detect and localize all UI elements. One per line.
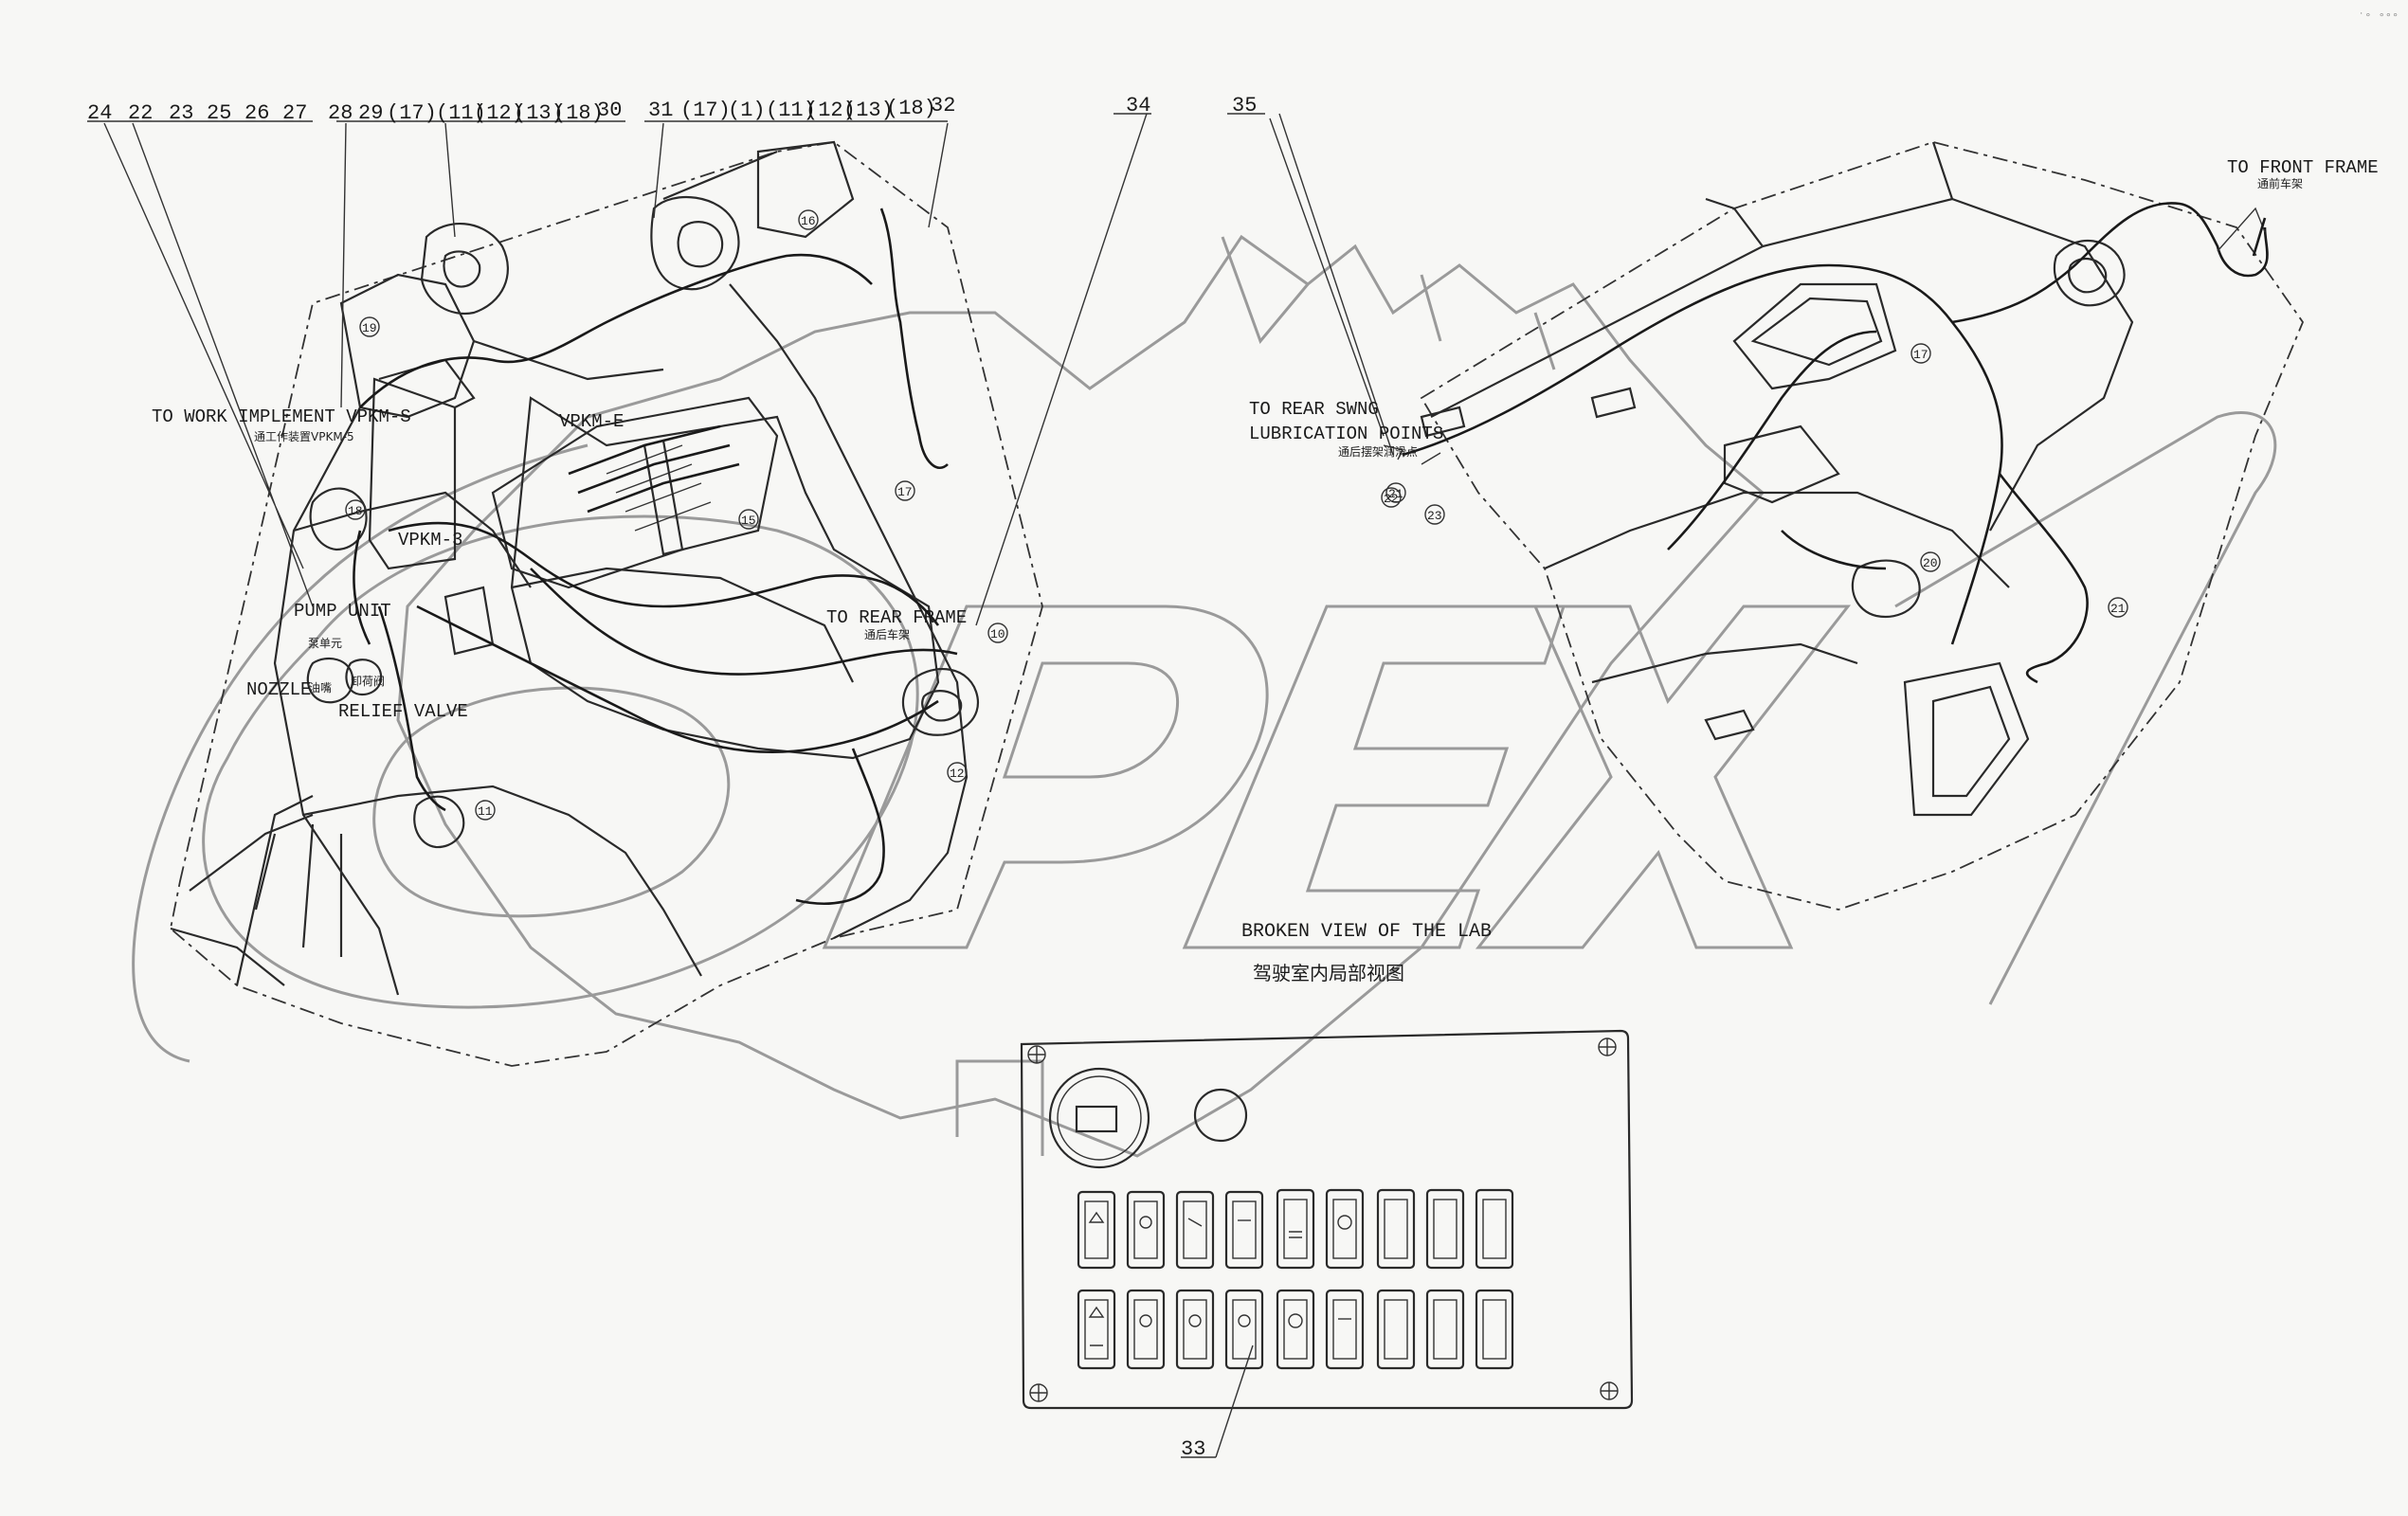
label-to-work-implement-cn: 通工作装置VPKM-5 <box>254 430 354 443</box>
bubble-16: 16 <box>801 214 816 228</box>
label-to-rear-frame: TO REAR FRAME <box>826 607 967 628</box>
label-relief-valve: RELIEF VALVE <box>338 701 468 722</box>
callout-17b: (17) <box>680 99 731 122</box>
label-lubrication-points: LUBRICATION POINTS <box>1249 424 1443 444</box>
switch-panel: 33 <box>1020 1029 1634 1461</box>
callout-29: 29 <box>358 101 383 125</box>
label-to-front-frame-cn: 通前车架 <box>2257 176 2303 190</box>
bubble-19: 19 <box>362 321 377 335</box>
label-to-rear-frame-cn: 通后车架 <box>864 627 910 641</box>
bubble-11: 11 <box>478 804 493 819</box>
caption-broken-view-cn: 驾驶室内局部视图 <box>1253 962 1404 984</box>
callout-11a: (11) <box>436 101 486 125</box>
label-nozzle-cn: 油嘴 <box>309 681 332 695</box>
label-nozzle: NOZZLE <box>246 679 311 700</box>
label-to-work-implement: TO WORK IMPLEMENT VPKM-S <box>152 406 411 427</box>
callout-12a: (12) <box>474 101 524 125</box>
bubble-21b: 21 <box>2110 602 2126 616</box>
callout-28: 28 <box>328 101 353 125</box>
bubble-15: 15 <box>741 514 756 528</box>
rear-frame-drawing <box>170 140 1043 1067</box>
bubble-21: 21 <box>1388 487 1403 501</box>
right-labels: TO REAR SWNG LUBRICATION POINTS 通后摆架润滑点 … <box>1241 157 2379 984</box>
callout-12b: (12) <box>806 99 856 122</box>
caption-broken-view: BROKEN VIEW OF THE LAB <box>1241 921 1492 943</box>
left-labels: TO WORK IMPLEMENT VPKM-S 通工作装置VPKM-5 VPK… <box>152 406 967 722</box>
callout-23: 23 <box>169 101 193 125</box>
label-pump-unit: PUMP UNIT <box>294 601 391 622</box>
callout-31: 31 <box>648 99 673 122</box>
callout-1: (1) <box>728 99 766 122</box>
callout-33: 33 <box>1181 1437 1205 1461</box>
bubble-callouts: 19 18 16 15 12 11 17 10 21 22 23 17 20 2… <box>345 209 2128 821</box>
callout-18a: (18) <box>553 101 604 125</box>
label-to-front-frame: TO FRONT FRAME <box>2227 157 2379 178</box>
callout-13a: (13) <box>514 101 564 125</box>
callout-24: 24 <box>87 101 112 125</box>
callout-17a: (17) <box>387 101 437 125</box>
bubble-18: 18 <box>348 504 363 518</box>
label-lubrication-points-cn: 通后摆架润滑点 <box>1338 445 1418 459</box>
callout-11b: (11) <box>766 99 816 122</box>
label-vpkm-3: VPKM-3 <box>398 530 462 550</box>
callout-27: 27 <box>282 101 307 125</box>
callout-18b: (18) <box>886 97 936 120</box>
callout-25: 25 <box>207 101 231 125</box>
watermark-logo <box>132 234 2277 1158</box>
bubble-22: 22 <box>1384 492 1399 506</box>
callout-26: 26 <box>244 101 269 125</box>
label-relief-valve-cn: 卸荷阀 <box>351 674 385 688</box>
label-pump-unit-cn: 泵单元 <box>308 637 342 650</box>
bubble-10: 10 <box>990 627 1005 641</box>
bubble-17: 17 <box>897 485 913 499</box>
part-callouts-left: 24 22 23 25 26 27 28 29 (17) (11) (12) (… <box>87 94 1394 626</box>
corner-marks: ˙° °°° <box>2358 11 2399 25</box>
callout-34: 34 <box>1126 94 1150 117</box>
callout-35: 35 <box>1232 94 1257 117</box>
bubble-17b: 17 <box>1913 348 1928 362</box>
callout-22: 22 <box>128 101 153 125</box>
bubble-23: 23 <box>1427 509 1442 523</box>
callout-13b: (13) <box>843 99 894 122</box>
cab-broken-view <box>1269 117 2305 911</box>
callout-30: 30 <box>597 99 622 122</box>
label-to-rear-swing: TO REAR SWNG <box>1249 399 1379 420</box>
callout-32: 32 <box>931 94 955 117</box>
bubble-20: 20 <box>1923 556 1938 570</box>
bubble-12: 12 <box>950 767 965 781</box>
label-vpkm-e: VPKM-E <box>559 411 624 432</box>
